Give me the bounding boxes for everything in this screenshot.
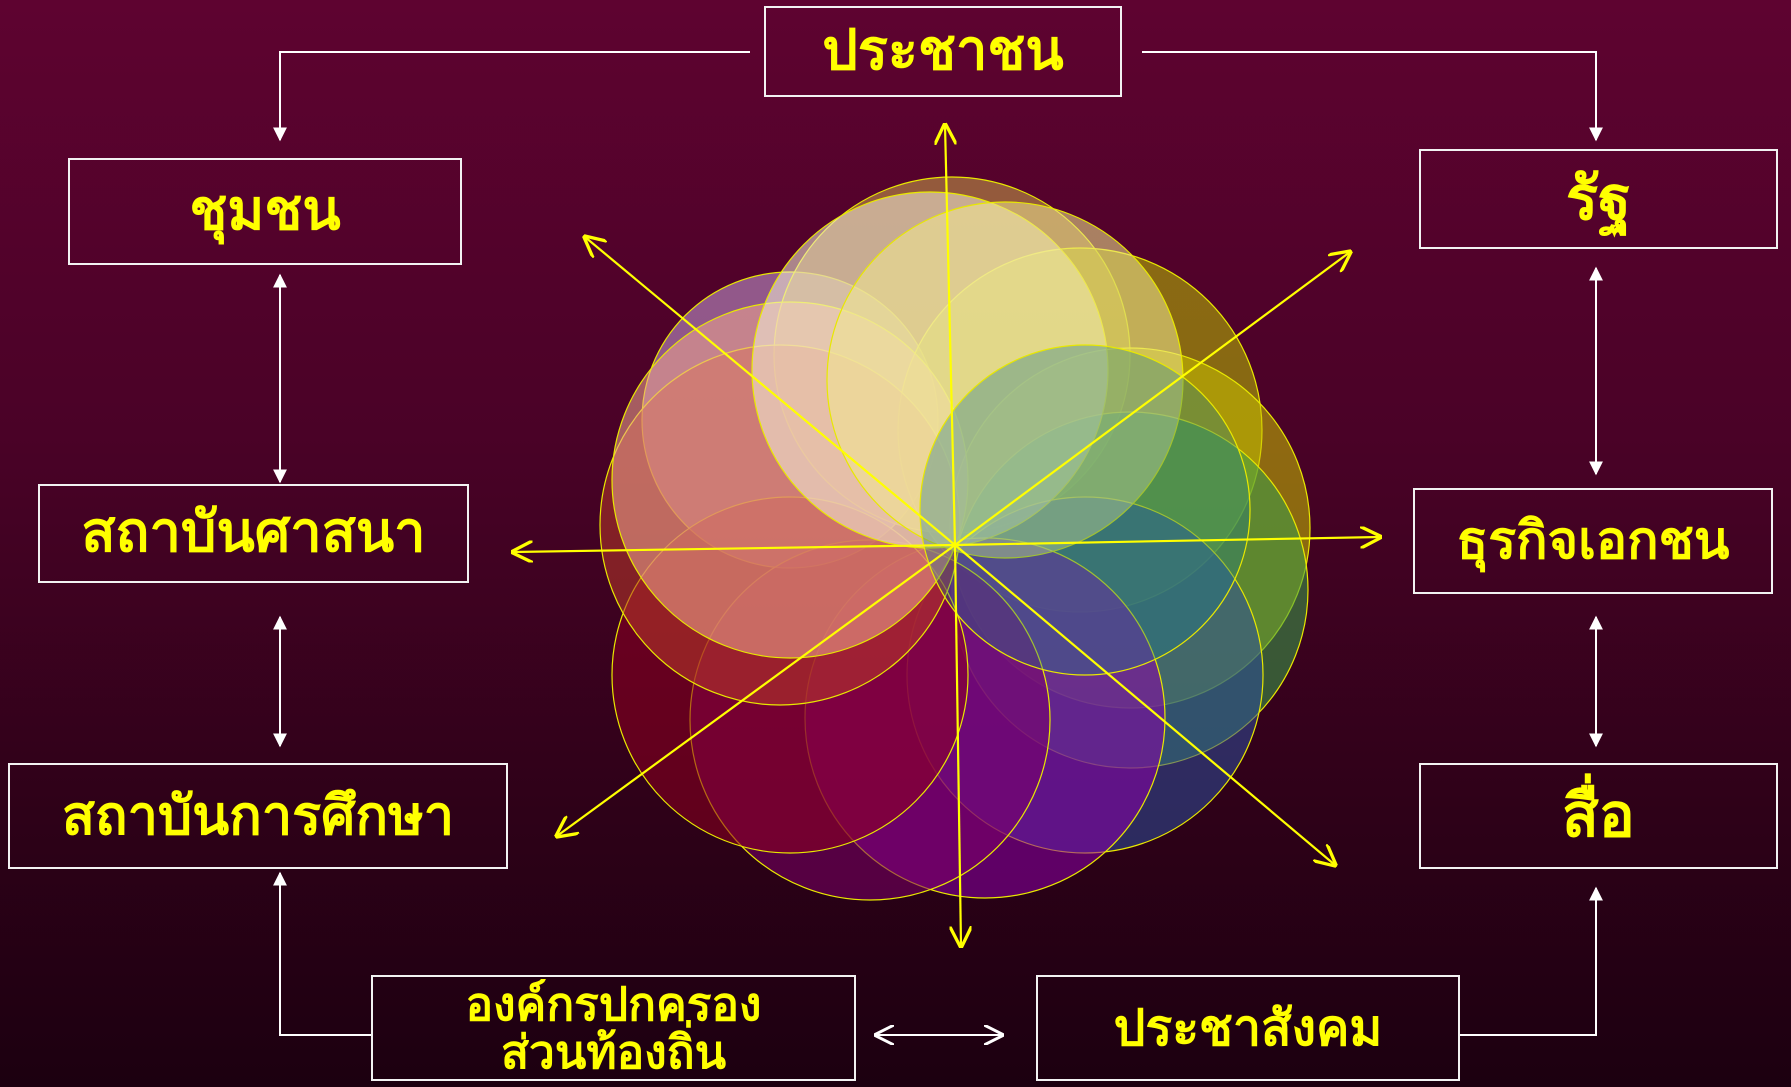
private-business-label: ธุรกิจเอกชน (1456, 510, 1730, 571)
state-box: รัฐ (1419, 149, 1778, 249)
radial-arrow-left (513, 545, 956, 552)
connectors (273, 51, 1603, 1036)
radial-arrow-down (955, 544, 961, 946)
religious-institution-box: สถาบันศาสนา (38, 484, 469, 583)
connector-people-state (1142, 51, 1603, 142)
radial-arrow-up-left (585, 237, 956, 546)
connector-people-community (273, 51, 750, 142)
local-government-label-line1: องค์กรปกครอง (465, 976, 762, 1031)
educational-institution-box: สถาบันการศึกษา (8, 763, 508, 869)
radial-arrow-up (945, 125, 955, 546)
local-government-label-line2: ส่วนท้องถิ่น (500, 1025, 727, 1079)
private-business-box: ธุรกิจเอกชน (1413, 488, 1773, 594)
civil-society-box: ประชาสังคม (1036, 975, 1460, 1081)
radial-arrow-right (954, 537, 1380, 545)
media-label: สื่อ (1562, 780, 1635, 851)
connector-local-gov-education (273, 871, 371, 1036)
people-label: ประชาชน (822, 18, 1064, 84)
media-box: สื่อ (1419, 763, 1778, 869)
connector-civil-society-media (1460, 886, 1603, 1036)
radial-arrow-down-right (954, 544, 1335, 865)
petal-circle (826, 201, 1184, 559)
radial-arrow-down-left (557, 544, 956, 836)
community-label: ชุมชน (189, 178, 341, 244)
religious-institution-label: สถาบันศาสนา (81, 500, 426, 566)
state-label: รัฐ (1565, 163, 1632, 234)
educational-institution-label: สถาบันการศึกษา (61, 783, 455, 847)
people-box: ประชาชน (764, 6, 1122, 97)
community-box: ชุมชน (68, 158, 462, 265)
civil-society-label: ประชาสังคม (1113, 998, 1383, 1057)
radial-arrows (513, 125, 1380, 946)
radial-arrow-up-right (954, 252, 1350, 546)
local-government-box: องค์กรปกครอง ส่วนท้องถิ่น (371, 975, 856, 1081)
petal-circle (919, 344, 1251, 676)
